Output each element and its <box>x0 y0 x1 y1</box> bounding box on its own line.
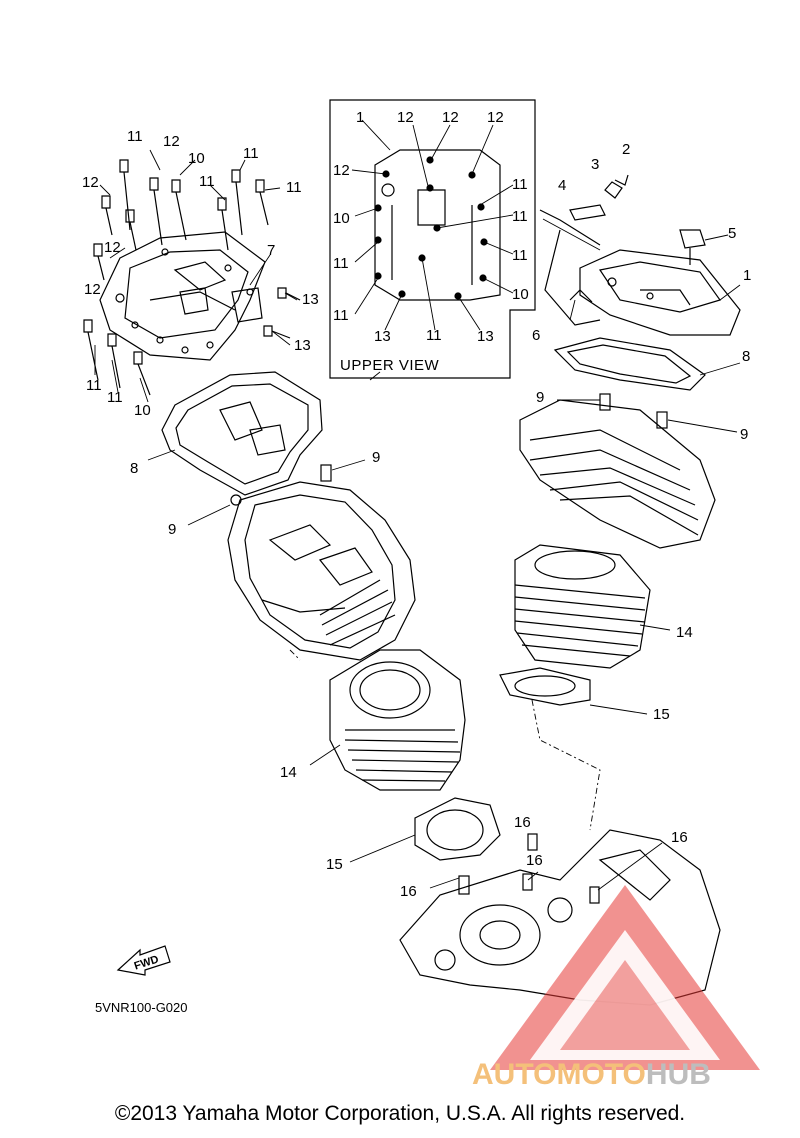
callout-label: 12 <box>163 133 180 150</box>
callout-label: 11 <box>199 173 215 190</box>
callout-label: 9 <box>740 426 749 443</box>
upper-view-title: UPPER VIEW <box>340 357 440 374</box>
callout-label: 2 <box>622 141 631 158</box>
fwd-arrow-icon <box>116 945 171 976</box>
callout-label: 9 <box>372 449 381 466</box>
callout-label: 13 <box>374 328 391 345</box>
callout-label: 4 <box>558 177 567 194</box>
callout-label: 11 <box>127 128 143 145</box>
callout-label: 16 <box>400 883 417 900</box>
leader-lines <box>94 119 741 891</box>
left-cylinder-gasket <box>414 797 501 861</box>
upper-view-inset <box>329 99 536 379</box>
callout-label: 11 <box>286 179 302 196</box>
right-cylinder <box>514 544 651 669</box>
callout-label: 3 <box>591 156 600 173</box>
callout-label: 9 <box>168 521 177 538</box>
logo-triangle-icon <box>490 885 760 1070</box>
left-cylinder-head <box>227 464 416 661</box>
callout-label: 1 <box>743 267 752 284</box>
callout-label: 16 <box>526 852 543 869</box>
logo-wordmark: AUTOMOTOHUB <box>472 1058 711 1092</box>
drawing-code: 5VNR100-G020 <box>95 1000 188 1015</box>
callout-label: 8 <box>742 348 751 365</box>
right-cover-gasket <box>553 337 706 391</box>
callout-label: 16 <box>514 814 531 831</box>
callout-label: 11 <box>512 247 528 264</box>
callout-label: 7 <box>267 242 276 259</box>
callout-label: 12 <box>104 239 121 256</box>
callout-label: 13 <box>302 291 319 308</box>
callout-label: 8 <box>130 460 139 477</box>
callout-label: 14 <box>676 624 693 641</box>
logo-text-part-b: HUB <box>645 1058 711 1091</box>
callout-label: 6 <box>532 327 541 344</box>
right-cylinder-head <box>519 393 716 549</box>
callout-label: 15 <box>653 706 670 723</box>
callout-label: 16 <box>671 829 688 846</box>
left-cylinder <box>329 649 466 791</box>
callout-label: 10 <box>134 402 151 419</box>
callout-label: 12 <box>442 109 459 126</box>
callout-label: 11 <box>333 255 349 272</box>
callout-label: 10 <box>188 150 205 167</box>
crankcase <box>399 829 721 1006</box>
callout-label: 1 <box>356 109 365 126</box>
callout-label: 10 <box>333 210 350 227</box>
callout-label: 12 <box>82 174 99 191</box>
callout-label: 11 <box>243 145 259 162</box>
callout-label: 5 <box>728 225 737 242</box>
left-head-cover <box>99 231 266 361</box>
callout-label: 11 <box>512 208 528 225</box>
right-head-cover <box>539 174 741 336</box>
callout-label: 15 <box>326 856 343 873</box>
callout-label: 13 <box>477 328 494 345</box>
right-cylinder-gasket <box>499 667 591 706</box>
left-cover-gasket <box>161 371 323 496</box>
callout-label: 14 <box>280 764 297 781</box>
callout-label: 11 <box>512 176 528 193</box>
left-cover-bolts <box>83 159 301 396</box>
callout-label: 11 <box>107 389 123 406</box>
callout-label: 11 <box>426 327 442 344</box>
callout-label: 10 <box>512 286 529 303</box>
callout-label: 12 <box>84 281 101 298</box>
callout-label: 12 <box>333 162 350 179</box>
callout-label: 11 <box>86 377 102 394</box>
callout-label: 12 <box>487 109 504 126</box>
callout-label: 11 <box>333 307 349 324</box>
copyright-notice: ©2013 Yamaha Motor Corporation, U.S.A. A… <box>114 1102 686 1125</box>
callout-label: 12 <box>397 109 414 126</box>
callout-label: 9 <box>536 389 545 406</box>
callout-label: 13 <box>294 337 311 354</box>
logo-text-part-a: AUTOMOTO <box>472 1058 646 1091</box>
